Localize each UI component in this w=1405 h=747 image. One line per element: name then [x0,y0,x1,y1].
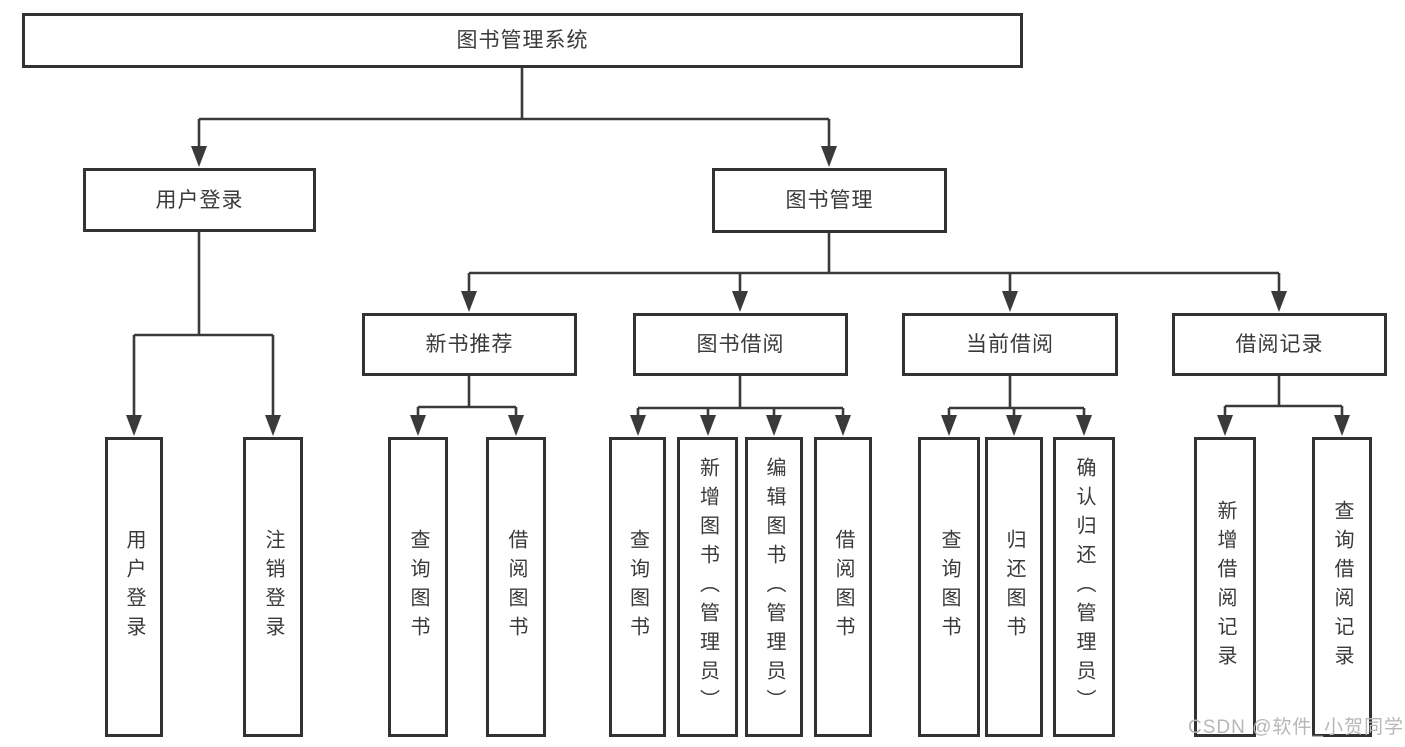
leaf-query-borrow-record-label: 查询借阅记录 [1331,500,1353,674]
arrowheads [126,146,1350,436]
leaf-confirm-return-admin: 确认归还（管理员） [1053,437,1115,737]
leaf-query-books-current: 查询图书 [918,437,980,737]
node-book-borrow: 图书借阅 [633,313,848,376]
leaf-query-books-borrow: 查询图书 [609,437,666,737]
leaf-add-books-admin-label: 新增图书（管理员） [696,456,719,718]
leaf-return-books-label: 归还图书 [1003,529,1025,645]
node-root-label: 图书管理系统 [456,29,589,52]
leaf-edit-books-admin: 编辑图书（管理员） [745,437,803,737]
connector-root [197,68,831,150]
leaf-logout-label: 注销登录 [262,529,284,645]
leaf-borrow-books-recommend-label: 借阅图书 [505,529,527,645]
node-user-login-label: 用户登录 [155,188,244,212]
leaf-add-books-admin: 新增图书（管理员） [677,437,738,737]
node-user-login: 用户登录 [83,168,316,232]
connector-user-login [132,232,275,419]
node-current-borrow-label: 当前借阅 [966,333,1054,356]
node-book-borrow-label: 图书借阅 [696,333,785,356]
watermark: CSDN @软件_小贺同学 [1188,717,1404,738]
connector-book-borrow [636,376,845,419]
leaf-query-books-recommend-label: 查询图书 [407,529,429,645]
node-new-book-recommend: 新书推荐 [362,313,577,376]
leaf-borrow-books-label: 借阅图书 [832,529,854,645]
leaf-user-login-label: 用户登录 [123,529,145,645]
leaf-add-borrow-record: 新增借阅记录 [1194,437,1256,737]
leaf-confirm-return-admin-label: 确认归还（管理员） [1073,456,1095,718]
connector-new-book-recommend [416,376,518,419]
node-borrow-records-label: 借阅记录 [1235,333,1324,356]
leaf-query-books-current-label: 查询图书 [938,529,960,645]
leaf-query-borrow-record: 查询借阅记录 [1312,437,1372,737]
connector-book-management [467,233,1281,295]
leaf-return-books: 归还图书 [985,437,1043,737]
leaf-user-login: 用户登录 [105,437,163,737]
leaf-query-books-recommend: 查询图书 [388,437,448,737]
node-current-borrow: 当前借阅 [902,313,1118,376]
node-book-management: 图书管理 [712,168,947,233]
connector-current-borrow [947,376,1086,419]
leaf-edit-books-admin-label: 编辑图书（管理员） [763,456,785,718]
connector-borrow-records [1223,376,1344,419]
node-root: 图书管理系统 [22,13,1023,68]
leaf-query-books-borrow-label: 查询图书 [626,529,649,645]
leaf-borrow-books-recommend: 借阅图书 [486,437,546,737]
leaf-logout: 注销登录 [243,437,303,737]
node-borrow-records: 借阅记录 [1172,313,1387,376]
leaf-add-borrow-record-label: 新增借阅记录 [1214,500,1236,674]
node-new-book-recommend-label: 新书推荐 [425,333,514,356]
leaf-borrow-books: 借阅图书 [814,437,872,737]
node-book-management-label: 图书管理 [785,189,874,212]
